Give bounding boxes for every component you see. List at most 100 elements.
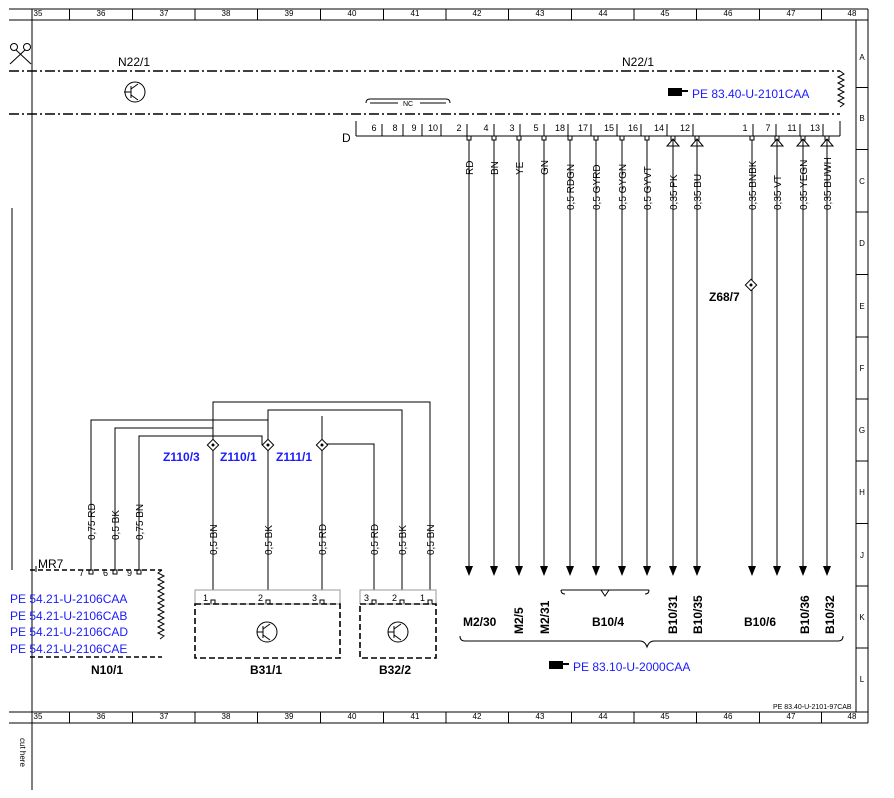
- nc-label: NC: [403, 101, 413, 108]
- wire-label-8: 0,35 PK: [669, 174, 680, 210]
- b32-pin-3: 3: [364, 593, 369, 603]
- reference-hand-icon: [668, 88, 688, 96]
- wire-label-6: 0,5 GYGN: [618, 164, 629, 210]
- shield-mark-9: [689, 138, 705, 147]
- pin-5: 5: [533, 123, 538, 133]
- column-label-39: 39: [285, 9, 294, 18]
- row-label-K: K: [859, 613, 865, 622]
- arrow-10: [748, 566, 756, 576]
- column-label-48: 48: [848, 712, 857, 721]
- n22-module-outline: [9, 70, 846, 115]
- pin-13: 13: [810, 123, 820, 133]
- n10-pin-6: 6: [103, 568, 108, 578]
- column-label-41: 41: [411, 712, 420, 721]
- wire-label-1: BN: [490, 161, 501, 175]
- b32-pin-2: 2: [392, 593, 397, 603]
- column-label-45: 45: [661, 712, 670, 721]
- dest-b10-31: B10/31: [666, 595, 680, 634]
- b32-label: B32/2: [379, 663, 411, 677]
- arrow-12: [799, 566, 807, 576]
- n10-pin-9: 9: [127, 568, 132, 578]
- column-label-35: 35: [34, 712, 43, 721]
- b31-pin-3: 3: [312, 593, 317, 603]
- arrow-6: [618, 566, 626, 576]
- wire-label-7: 0,5 GYVT: [643, 166, 654, 210]
- n10-label: N10/1: [91, 663, 123, 677]
- wire-terminal-7: [644, 135, 650, 141]
- wire-terminal-8: [670, 135, 676, 141]
- row-label-A: A: [859, 53, 865, 62]
- b31-wire-label-2: 0,5 RD: [318, 524, 329, 555]
- wire-label-3: GN: [540, 160, 551, 175]
- n10-pin-7: 7: [79, 568, 84, 578]
- destination-brace: [459, 635, 844, 649]
- dest-b10-6: B10/6: [744, 615, 776, 629]
- n22-right-label: N22/1: [622, 55, 654, 69]
- wire-terminal-6: [619, 135, 625, 141]
- pin-10: 10: [428, 123, 438, 133]
- column-label-43: 43: [536, 712, 545, 721]
- pin-18: 18: [555, 123, 565, 133]
- splice-z111-1: Z111/1: [276, 450, 312, 464]
- cut-here-label: cut here: [18, 738, 27, 767]
- dest-m2-5: M2/5: [512, 607, 526, 634]
- wire-label-10: 0,35 BNBK: [748, 160, 759, 210]
- b31-module: [194, 589, 341, 659]
- arrow-4: [566, 566, 574, 576]
- b31-wire-label-0: 0,5 BN: [209, 524, 220, 555]
- b31-wire-label-1: 0,5 BK: [264, 525, 275, 555]
- b31-pin-2: 2: [258, 593, 263, 603]
- connector-d-label: D: [342, 131, 351, 145]
- arrow-2: [515, 566, 523, 576]
- wire-terminal-5: [593, 135, 599, 141]
- wire-terminal-3: [541, 135, 547, 141]
- wire-label-2: YE: [515, 161, 526, 175]
- b32-module: [359, 589, 437, 659]
- dest-m2-30: M2/30: [463, 615, 497, 629]
- scissors-icon: [9, 43, 32, 65]
- transistor-icon: [124, 81, 146, 103]
- n22-reference: PE 83.40-U-2101CAA: [692, 87, 809, 101]
- wire-label-4: 0,5 RDGN: [566, 164, 577, 210]
- nc-bracket: [365, 98, 451, 104]
- arrow-0: [465, 566, 473, 576]
- column-label-42: 42: [473, 712, 482, 721]
- column-label-47: 47: [787, 712, 796, 721]
- wire-label-13: 0,35 BUWH: [823, 157, 834, 210]
- n10-ref-1: PE 54.21-U-2106CAA: [10, 592, 127, 606]
- wire-terminal-1: [491, 135, 497, 141]
- pin-7: 7: [765, 123, 770, 133]
- pin-11: 11: [787, 123, 796, 133]
- column-label-43: 43: [536, 9, 545, 18]
- row-label-C: C: [859, 177, 865, 186]
- column-label-37: 37: [160, 9, 169, 18]
- column-label-41: 41: [411, 9, 420, 18]
- pin-17: 17: [578, 123, 588, 133]
- shield-mark-8: [665, 138, 681, 147]
- drawing-frame: [9, 8, 869, 790]
- wire-terminal-9: [694, 135, 700, 141]
- pin-4: 4: [483, 123, 488, 133]
- wire-terminal-0: [466, 135, 472, 141]
- column-label-44: 44: [599, 9, 608, 18]
- arrow-1: [490, 566, 498, 576]
- dest-b10-36: B10/36: [798, 595, 812, 634]
- column-label-35: 35: [34, 9, 43, 18]
- row-label-H: H: [859, 488, 865, 497]
- n10-module: [30, 566, 166, 658]
- b32-pin-1: 1: [420, 593, 425, 603]
- n10-ref-4: PE 54.21-U-2106CAE: [10, 642, 127, 656]
- wire-terminal-11: [774, 135, 780, 141]
- pin-16: 16: [628, 123, 638, 133]
- pin-14: 14: [654, 123, 664, 133]
- pin-1: 1: [742, 123, 747, 133]
- column-label-39: 39: [285, 712, 294, 721]
- n10-wire-label-2: 0,75 BN: [135, 504, 146, 540]
- n10-wire-label-1: 0,5 BK: [111, 510, 122, 540]
- wire-terminal-10: [749, 135, 755, 141]
- wire-label-0: RD: [465, 161, 476, 175]
- mr7-label: MR7: [38, 557, 64, 571]
- column-label-37: 37: [160, 712, 169, 721]
